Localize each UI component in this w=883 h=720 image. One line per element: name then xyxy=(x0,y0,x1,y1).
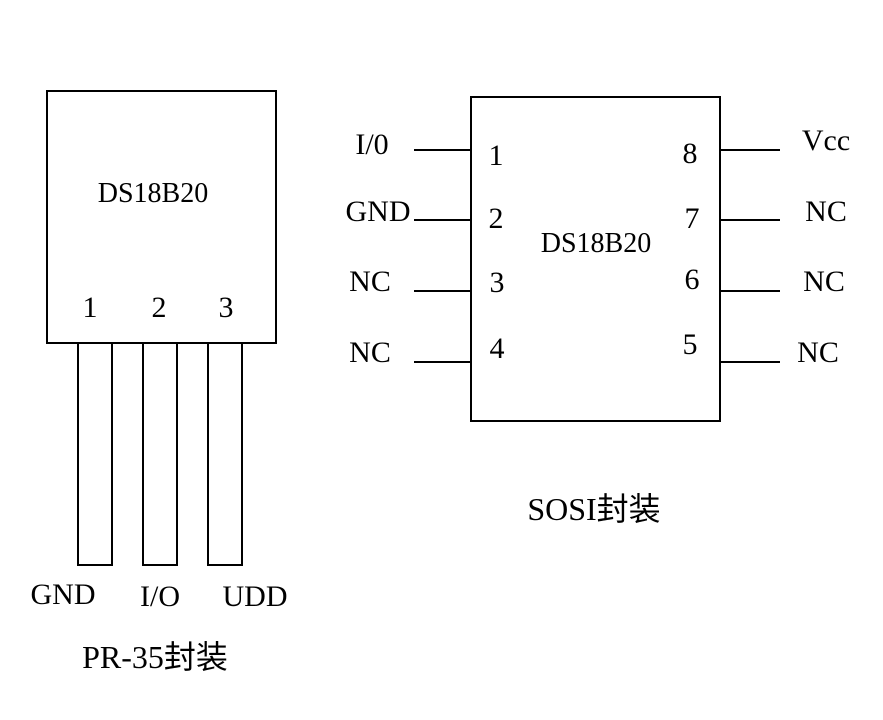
soic-pin-name-6: NC xyxy=(803,265,845,298)
to92-leg-label-gnd: GND xyxy=(31,578,96,611)
soic-pin-name-5: NC xyxy=(797,336,839,369)
soic-pin-name-4: NC xyxy=(349,336,391,369)
soic-pin-number-1: 1 xyxy=(489,139,504,172)
to92-caption: PR-35封装 xyxy=(82,639,228,675)
to92-leg-label-io: I/O xyxy=(140,580,180,613)
to92-package: DS18B20 1 2 3 GND I/O UDD PR-35封装 xyxy=(31,90,288,675)
to92-leg-1 xyxy=(77,342,113,566)
to92-leg-label-udd: UDD xyxy=(223,580,288,613)
soic-pin-name-1: I/0 xyxy=(355,128,388,161)
soic-pin-number-2: 2 xyxy=(489,202,504,235)
soic-pin-number-6: 6 xyxy=(685,263,700,296)
soic-pin-number-3: 3 xyxy=(490,266,505,299)
soic-chip-label: DS18B20 xyxy=(541,228,651,259)
soic-pin-name-3: NC xyxy=(349,265,391,298)
to92-chip-label: DS18B20 xyxy=(98,178,208,209)
soic-pin-name-2: GND xyxy=(346,195,411,228)
soic-pin-number-5: 5 xyxy=(683,328,698,361)
to92-pin-number-3: 3 xyxy=(219,291,234,324)
soic-pin-number-7: 7 xyxy=(685,202,700,235)
soic-pin-name-8: Vcc xyxy=(802,124,850,157)
to92-pin-number-1: 1 xyxy=(83,291,98,324)
soic-pin-number-8: 8 xyxy=(683,137,698,170)
soic-pin-number-4: 4 xyxy=(490,332,505,365)
to92-leg-2 xyxy=(142,342,178,566)
soic-package: DS18B20 I/0 GND NC NC 1 2 3 4 8 7 6 5 Vc… xyxy=(346,96,850,527)
soic-caption: SOSI封装 xyxy=(527,491,660,527)
soic-pin-name-7: NC xyxy=(805,195,847,228)
to92-pin-number-2: 2 xyxy=(152,291,167,324)
to92-leg-3 xyxy=(207,342,243,566)
soic-body xyxy=(470,96,721,422)
